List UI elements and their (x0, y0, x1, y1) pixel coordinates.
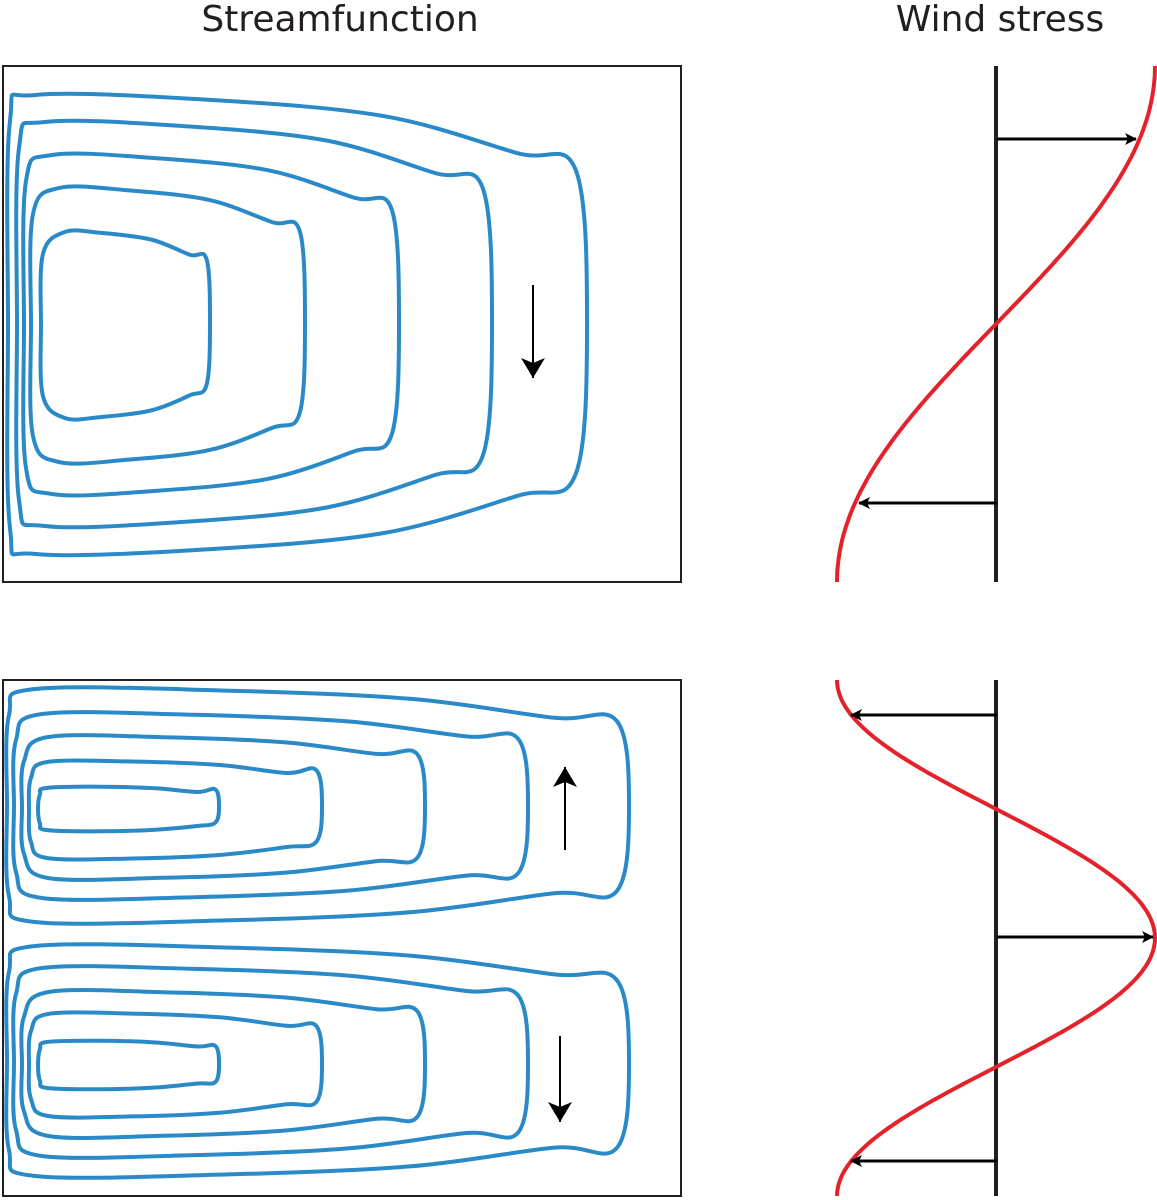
southern-gyre-contour-3 (19, 988, 427, 1140)
southern-gyre-contour-2 (11, 964, 530, 1160)
double-gyre-frame (2, 679, 682, 1197)
southern-gyre-contour-4 (26, 1010, 324, 1120)
single-gyre-contour-3 (21, 151, 401, 498)
single-gyre-streamlines (5, 91, 589, 558)
single-gyre-panel (2, 65, 682, 583)
northern-gyre-contour-2 (11, 710, 530, 902)
wind-stress-profile-curve (835, 65, 1157, 583)
northern-gyre-contour-4 (26, 758, 324, 862)
single-gyre-contour-4 (28, 184, 307, 466)
northern-gyre-contour-5 (36, 784, 221, 834)
double-gyre-panel (2, 679, 682, 1197)
single-gyre-contour-2 (14, 118, 494, 530)
streamfunction-title: Streamfunction (201, 0, 479, 40)
single-gyre-contour-1 (5, 91, 589, 558)
wind-stress-profile-curve-lower (835, 679, 1157, 1197)
single-gyre-frame (2, 65, 682, 583)
single-gyre-wind-stress (835, 65, 1157, 583)
northern-gyre-contour-1 (4, 685, 631, 926)
double-gyre-wind-stress (835, 679, 1157, 1197)
southern-gyre-streamlines (4, 942, 631, 1180)
southern-gyre-contour-1 (4, 942, 631, 1180)
southern-gyre-contour-5 (36, 1038, 221, 1092)
wind-stress-title: Wind stress (895, 0, 1105, 40)
northern-gyre-contour-3 (19, 733, 427, 882)
single-gyre-contour-5 (38, 228, 212, 422)
northern-gyre-streamlines (4, 685, 631, 926)
